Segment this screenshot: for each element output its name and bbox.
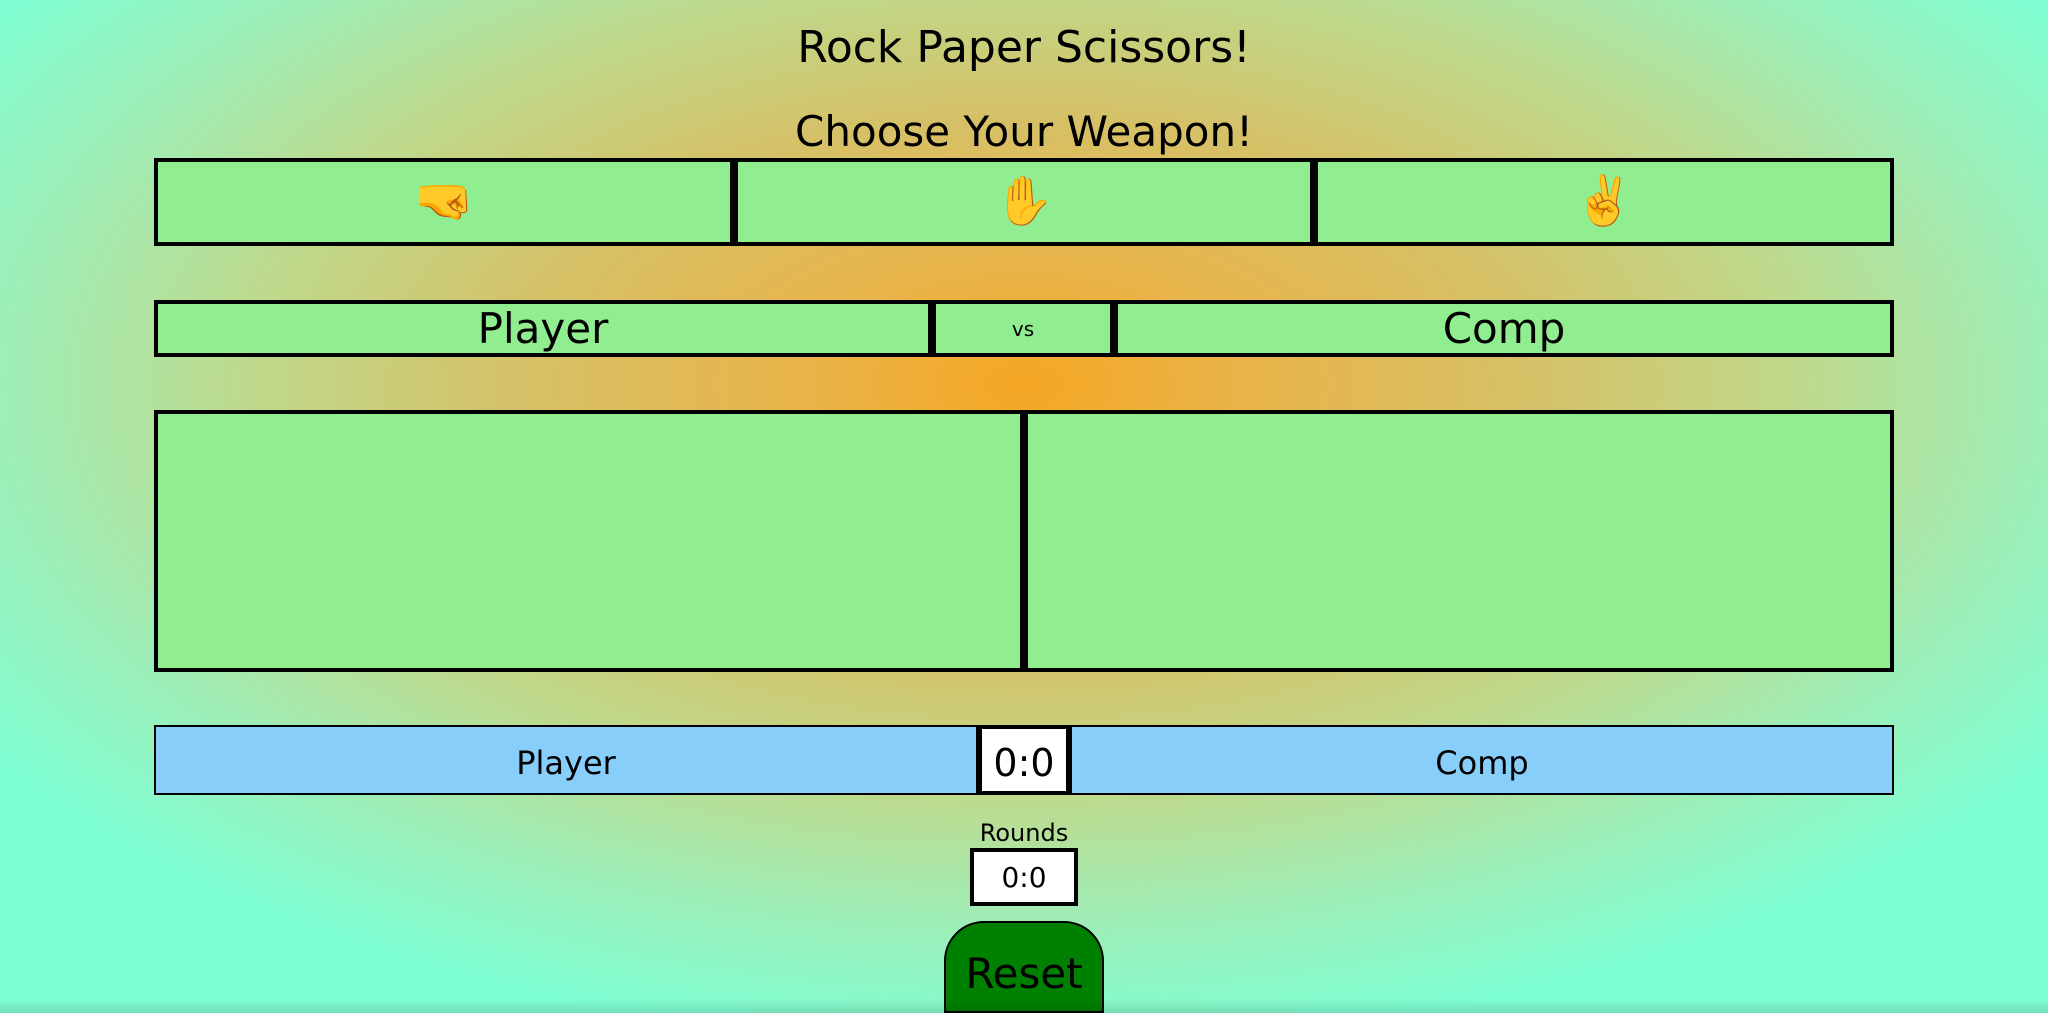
scoreboard: Player 0:0 Comp [154, 725, 1894, 795]
page-title: Rock Paper Scissors! [797, 22, 1251, 73]
page-subtitle: Choose Your Weapon! [795, 107, 1253, 156]
versus-label: vs [932, 300, 1114, 357]
rounds-label: Rounds [979, 819, 1069, 847]
bottom-shadow [0, 999, 2048, 1013]
rounds-value: 0:0 [970, 848, 1078, 906]
rock-button[interactable]: 🤜 [154, 158, 734, 246]
rock-fist-icon: 🤜 [414, 175, 474, 228]
scissors-hand-icon: ✌️ [1574, 175, 1634, 228]
score-comp-label: Comp [1070, 725, 1894, 795]
scissors-button[interactable]: ✌️ [1314, 158, 1894, 246]
player-choice-panel [154, 410, 1024, 672]
score-value: 0:0 [978, 725, 1070, 795]
score-player-label: Player [154, 725, 978, 795]
paper-button[interactable]: ✋ [734, 158, 1314, 246]
reset-button[interactable]: Reset [944, 921, 1104, 1013]
versus-bar: Player vs Comp [154, 300, 1894, 357]
battle-arena [154, 410, 1894, 672]
weapon-selector: 🤜 ✋ ✌️ [154, 158, 1894, 246]
versus-player-label: Player [154, 300, 932, 357]
versus-comp-label: Comp [1114, 300, 1894, 357]
paper-hand-icon: ✋ [994, 175, 1054, 228]
comp-choice-panel [1024, 410, 1894, 672]
